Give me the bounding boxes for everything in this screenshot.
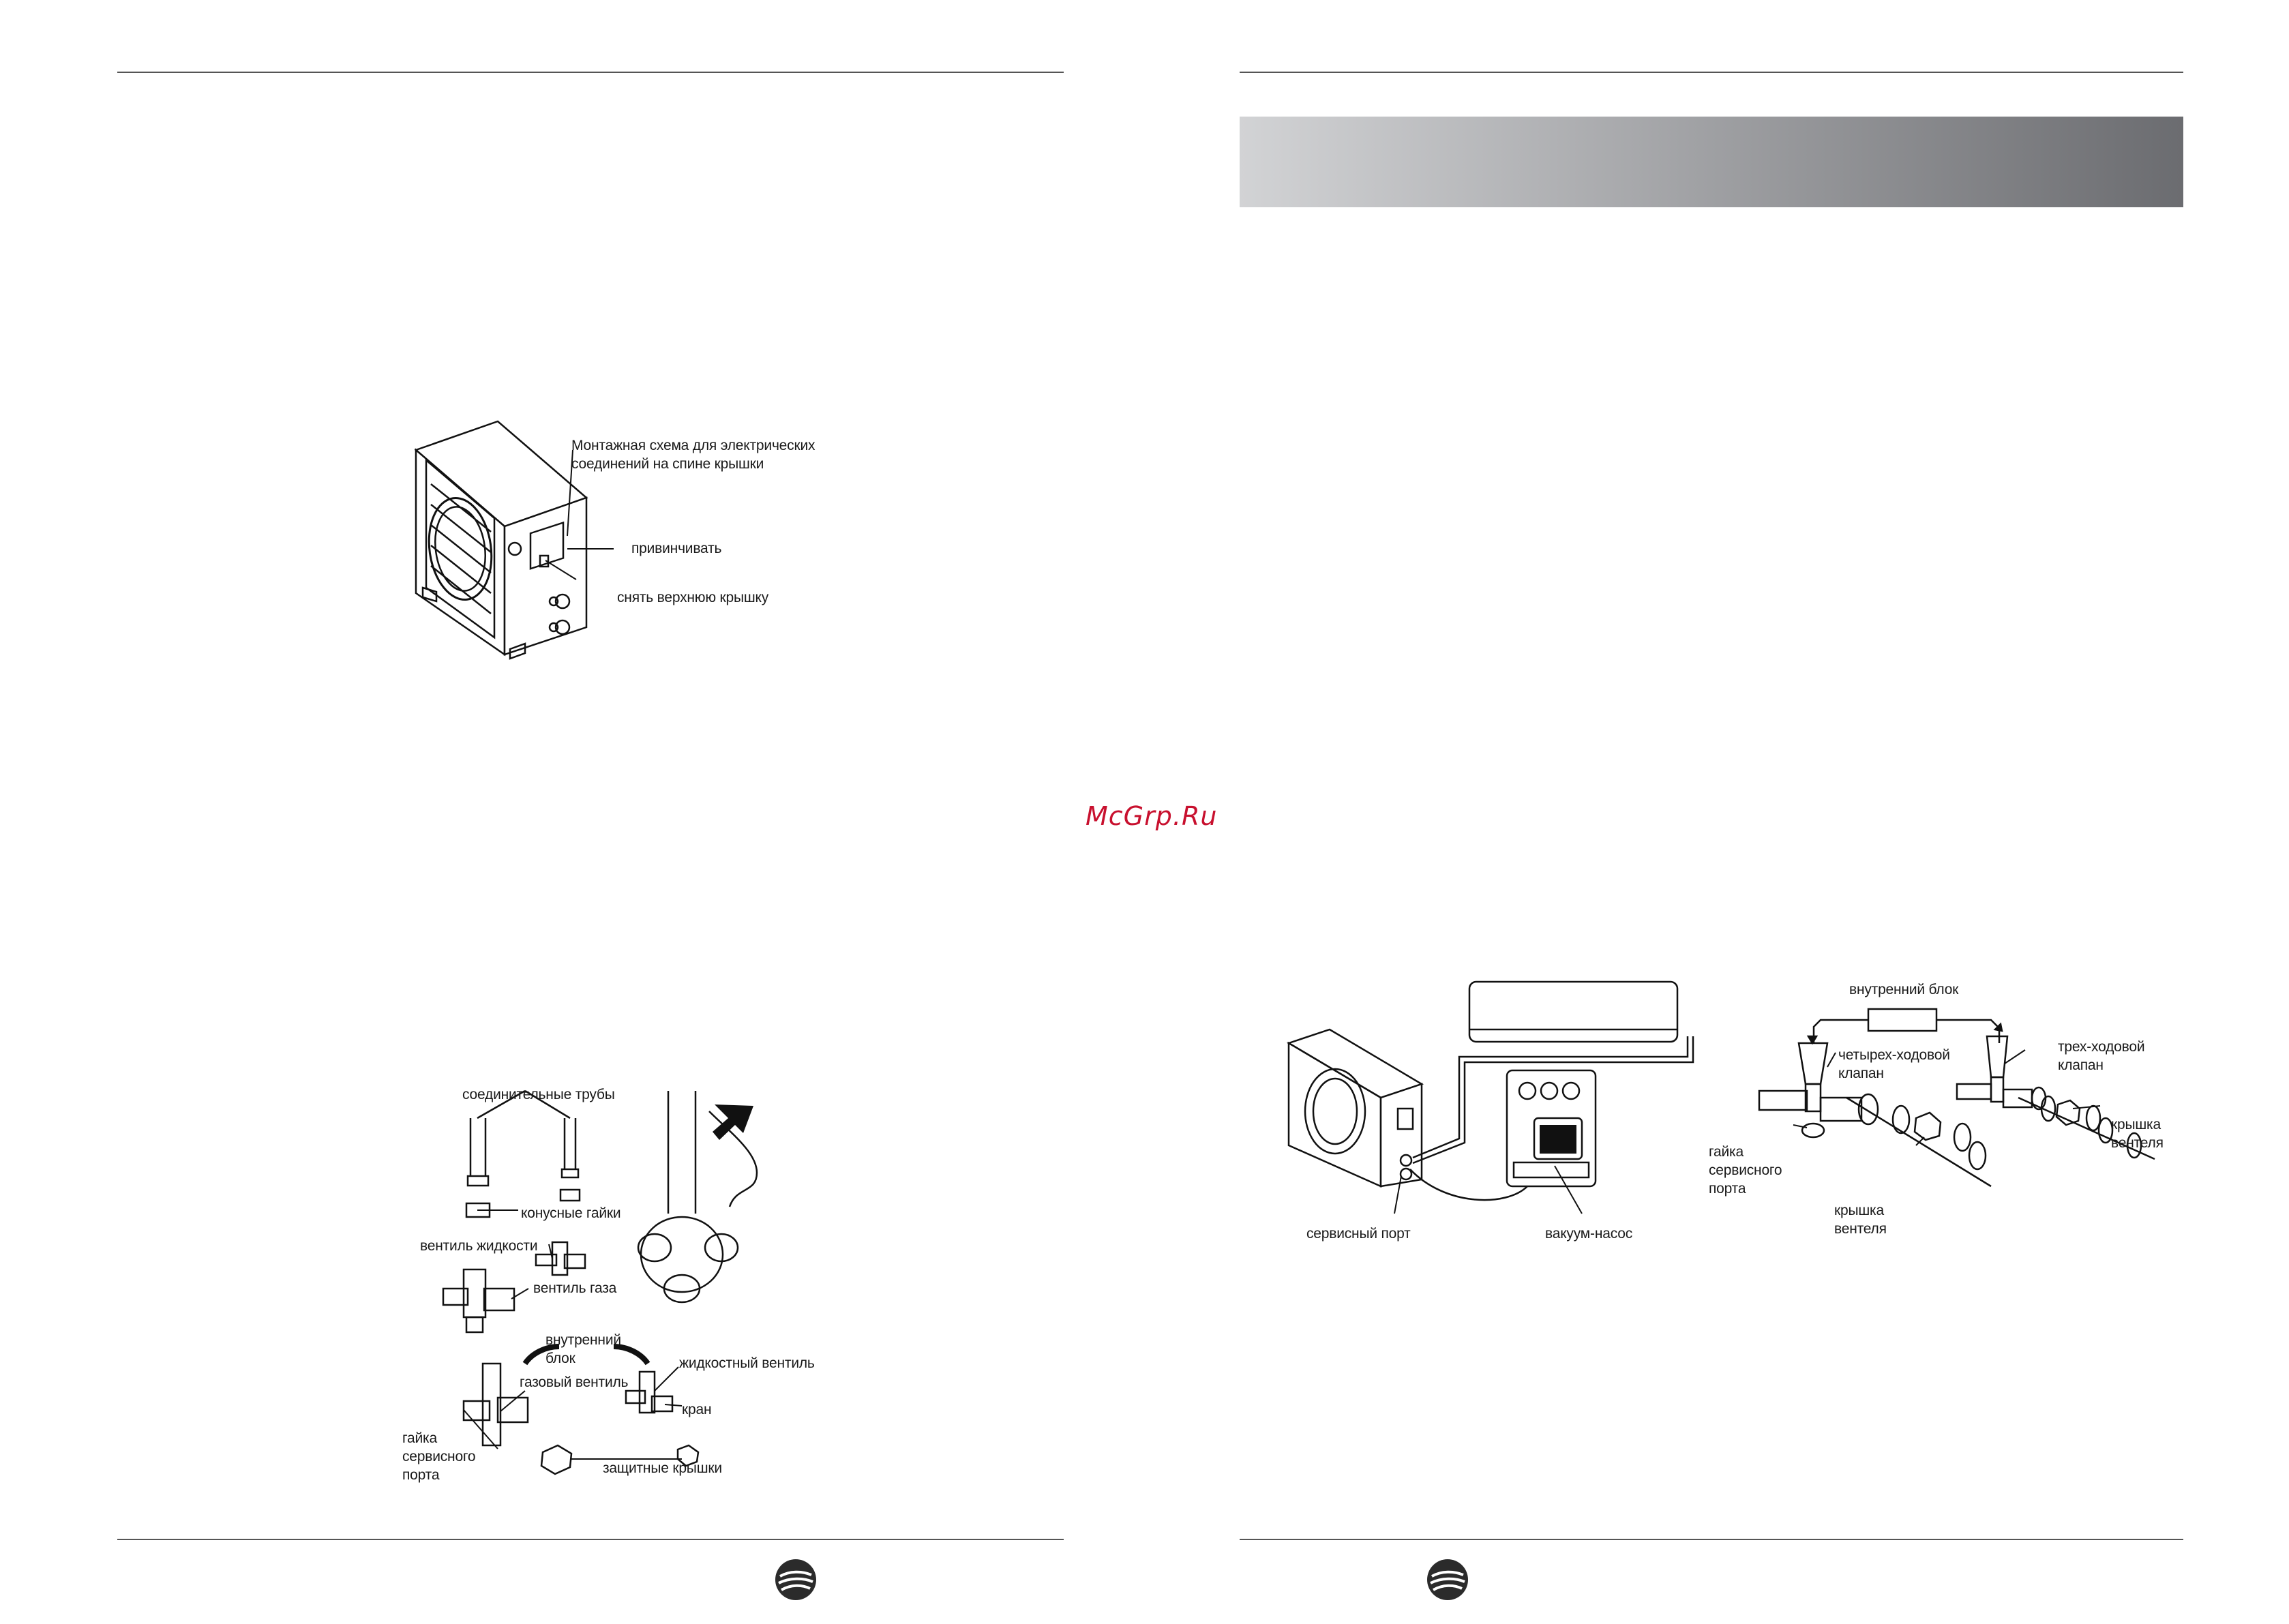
vacuum-pump-figure [1287, 980, 1694, 1214]
brand-logo-icon [1427, 1559, 1468, 1600]
callout-valve-cap-right: крышка вентеля [2111, 1117, 2164, 1151]
callout-vacuum-pump: вакуум-насос [1545, 1226, 1633, 1242]
right-footer-rule [1240, 1539, 2183, 1540]
callout-indoor-unit-scheme: внутренний блок [1849, 982, 1959, 997]
section-header-bar [1240, 117, 2183, 207]
callout-valve-cap-left: крышка вентеля [1834, 1203, 1887, 1237]
callout-protective-caps: защитные крышки [603, 1460, 722, 1476]
callout-service-port-nut: гайка сервисного порта [402, 1430, 476, 1483]
callout-liquid-valve-2: жидкостный вентиль [679, 1355, 815, 1371]
callout-indoor-unit: внутренний блок [545, 1332, 621, 1366]
callout-service-port-nut-scheme: гайка сервисного порта [1709, 1144, 1782, 1197]
brand-logo-icon [775, 1559, 816, 1600]
callout-gas-valve-2: газовый вентиль [520, 1374, 629, 1390]
callout-flare-nuts: конусные гайки [521, 1205, 621, 1221]
callout-wiring-diagram: Монтажная схема для электрических соедин… [571, 438, 816, 472]
callout-service-port: сервисный порт [1306, 1226, 1411, 1242]
callout-remove-top-cover: снять верхнюю крышку [617, 590, 769, 605]
piping-connection-figure [442, 1089, 758, 1475]
outdoor-unit-figure [414, 420, 614, 660]
callout-liquid-valve: вентиль жидкости [420, 1238, 538, 1254]
left-footer-rule [117, 1539, 1064, 1540]
callout-screw: привинчивать [631, 541, 722, 556]
callout-three-way-valve: трех-ходовой клапан [2058, 1039, 2145, 1073]
right-header-rule [1240, 72, 2183, 73]
watermark: McGrp.Ru [1086, 801, 1218, 831]
left-header-rule [117, 72, 1064, 73]
callout-gas-valve: вентиль газа [533, 1280, 617, 1296]
callout-tap: кран [682, 1402, 712, 1417]
callout-connecting-pipes: соединительные трубы [462, 1087, 615, 1102]
valve-scheme-figure [1758, 1008, 2155, 1188]
callout-four-way-valve: четырех-ходовой клапан [1838, 1047, 1950, 1081]
